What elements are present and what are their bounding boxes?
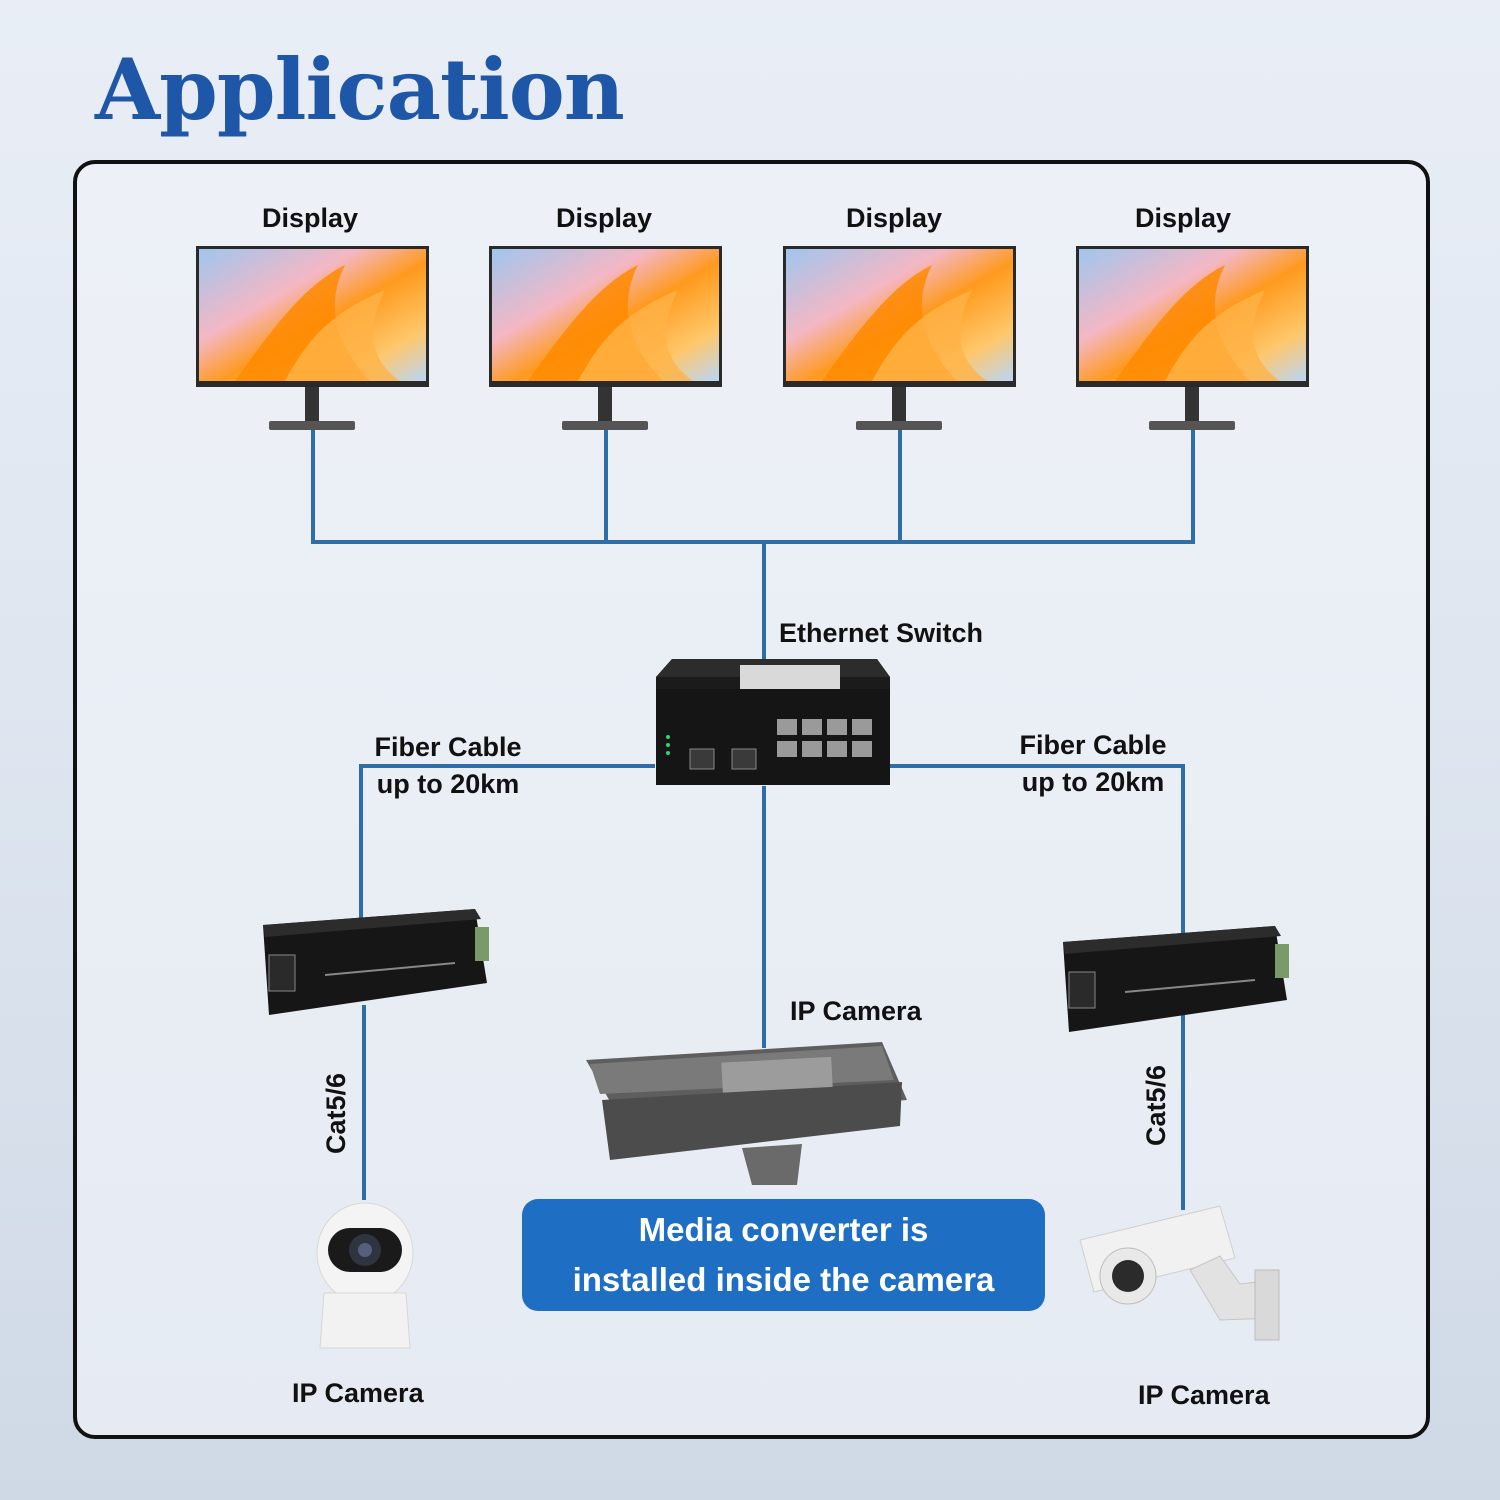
monitor-icon [488, 245, 723, 435]
monitor-icon [195, 245, 430, 435]
page-title: Application [95, 40, 625, 139]
cat-right-label: Cat5/6 [1141, 1064, 1171, 1146]
housing-camera-icon [586, 1042, 907, 1185]
right-camera-label: IP Camera [1138, 1380, 1270, 1410]
callout-line1: Media converter is [638, 1211, 929, 1248]
media-converter-icon [263, 909, 489, 1015]
switch-label: Ethernet Switch [779, 618, 984, 648]
fiber-left-line2: up to 20km [376, 769, 520, 799]
callout-box: Media converter is installed inside the … [522, 1199, 1045, 1311]
display-label-4: Display [1134, 203, 1232, 233]
display-label-2: Display [555, 203, 653, 233]
display-label-1: Display [261, 203, 359, 233]
fiber-right-label: Fiber Cable up to 20km [993, 727, 1193, 801]
bullet-camera-icon [1079, 1205, 1280, 1341]
monitor-icon [1075, 245, 1310, 435]
cat-left-label: Cat5/6 [321, 1072, 351, 1154]
display-label-3: Display [845, 203, 943, 233]
monitor-icon [782, 245, 1017, 435]
fiber-left-label: Fiber Cable up to 20km [348, 729, 548, 803]
media-converter-icon [1063, 926, 1289, 1032]
fiber-right-line2: up to 20km [1021, 767, 1165, 797]
left-camera-label: IP Camera [292, 1378, 424, 1408]
center-camera-label: IP Camera [790, 996, 922, 1026]
ethernet-switch-icon [656, 659, 890, 785]
fiber-left-line1: Fiber Cable [374, 732, 522, 762]
dome-camera-icon [316, 1202, 414, 1349]
fiber-right-line1: Fiber Cable [1019, 730, 1167, 760]
fiber-left-line [359, 764, 655, 925]
display-bus-line [311, 430, 1195, 544]
fiber-right-line [890, 764, 1185, 935]
callout-line2: installed inside the camera [572, 1261, 995, 1298]
